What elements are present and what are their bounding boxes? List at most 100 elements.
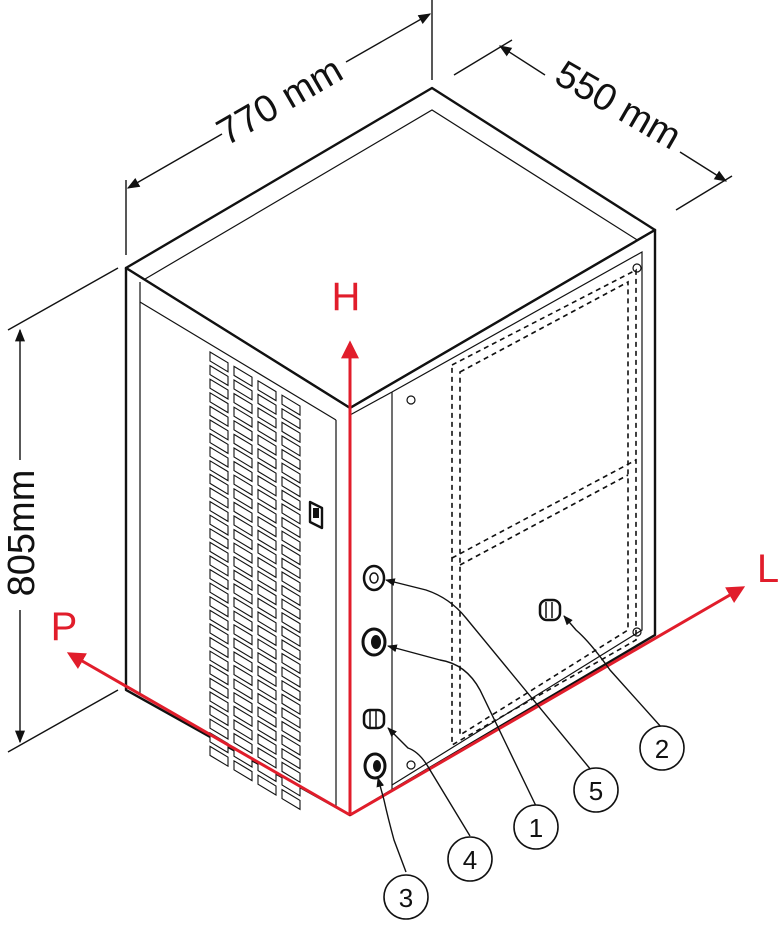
vent-slot	[209, 351, 229, 373]
callout-1-label: 1	[529, 813, 543, 843]
vent-slot	[257, 692, 277, 715]
vent-slot	[233, 433, 253, 456]
vent-slot	[209, 718, 229, 740]
vent-slot	[233, 392, 253, 415]
vent-slot	[209, 663, 229, 686]
callout-leaders	[376, 578, 663, 873]
vent-slot	[257, 747, 277, 769]
vent-slot	[257, 475, 277, 497]
axis-p-arrow	[66, 652, 351, 817]
vent-slot	[281, 394, 301, 416]
vent-slot	[257, 719, 277, 742]
vent-slot	[281, 462, 301, 484]
vent-slot	[257, 651, 277, 674]
callout-3-label: 3	[399, 883, 413, 913]
vent-slot	[281, 611, 301, 634]
vent-slot	[281, 693, 301, 716]
vent-slot	[257, 543, 277, 565]
vent-slot	[281, 435, 301, 457]
axis-l-arrow	[349, 586, 746, 817]
vent-slot	[257, 597, 277, 620]
vent-slot	[281, 707, 301, 729]
fittings	[361, 564, 562, 780]
vent-slot	[209, 514, 229, 536]
vent-slot	[281, 788, 301, 811]
vent-slot	[281, 666, 301, 688]
vent-slot	[233, 637, 253, 660]
vent-slot	[233, 759, 253, 782]
axis-p-label: P	[51, 605, 78, 649]
vent-slot	[281, 530, 301, 552]
vent-slot	[281, 679, 301, 702]
vent-slot	[281, 489, 301, 512]
vent-slot	[281, 734, 301, 756]
vent-slot	[281, 720, 301, 743]
callout-2: 2	[639, 725, 685, 771]
vent-slot	[209, 459, 229, 482]
vent-slot	[257, 638, 277, 660]
vent-slot	[257, 502, 277, 524]
callout-4: 4	[447, 836, 493, 882]
vent-slot	[233, 419, 253, 442]
vent-slot	[257, 461, 277, 484]
vent-slot	[233, 719, 253, 741]
vent-slot	[209, 677, 229, 700]
vent-slot	[281, 516, 301, 539]
vent-slot	[281, 584, 301, 607]
vent-slot	[209, 446, 229, 468]
vent-slot	[257, 774, 277, 796]
vent-slot	[233, 732, 253, 755]
vent-slot	[233, 406, 253, 428]
vent-slot	[233, 487, 253, 510]
vent-slot	[281, 557, 301, 580]
vent-slot	[209, 432, 229, 455]
fitting-4	[362, 708, 386, 730]
vent-slot	[209, 595, 229, 618]
vent-slot	[233, 691, 253, 714]
height-label: 805mm	[1, 470, 43, 597]
vent-slot	[233, 555, 253, 578]
vent-slot	[209, 691, 229, 713]
vent-slot	[233, 596, 253, 619]
fitting-5	[362, 564, 386, 592]
vent-slot	[281, 598, 301, 620]
removable-panel	[406, 263, 642, 770]
vent-slot	[233, 664, 253, 687]
vent-slot	[257, 515, 277, 538]
vent-slot	[281, 421, 301, 444]
vent-slot	[209, 568, 229, 591]
vent-slot	[233, 501, 253, 524]
cabinet	[124, 86, 657, 817]
vent-slot	[209, 555, 229, 577]
vent-slot	[257, 556, 277, 579]
fitting-1	[361, 627, 387, 657]
vent-slot	[209, 704, 229, 727]
vent-slot	[233, 460, 253, 483]
vent-slot	[233, 365, 253, 388]
callout-1: 1	[513, 804, 559, 850]
vent-slot	[233, 678, 253, 700]
axis-h-label: H	[332, 275, 361, 319]
vent-slot	[209, 500, 229, 523]
vent-slot	[233, 379, 253, 401]
vent-slot	[209, 745, 229, 768]
vent-slot	[209, 419, 229, 441]
vent-slot	[281, 625, 301, 648]
vent-slot	[257, 447, 277, 470]
vent-slot	[233, 651, 253, 673]
fitting-2	[538, 598, 562, 622]
vent-slot	[257, 679, 277, 701]
vent-slot	[233, 569, 253, 592]
ventilation-grille	[209, 351, 301, 811]
vent-slot	[257, 488, 277, 511]
vent-slot	[209, 378, 229, 400]
fitting-3	[363, 752, 387, 780]
vent-slot	[209, 487, 229, 509]
vent-slot	[209, 623, 229, 645]
vent-slot	[257, 733, 277, 756]
vent-slot	[209, 364, 229, 387]
vent-slot	[233, 542, 253, 564]
lid-rim	[139, 109, 643, 283]
